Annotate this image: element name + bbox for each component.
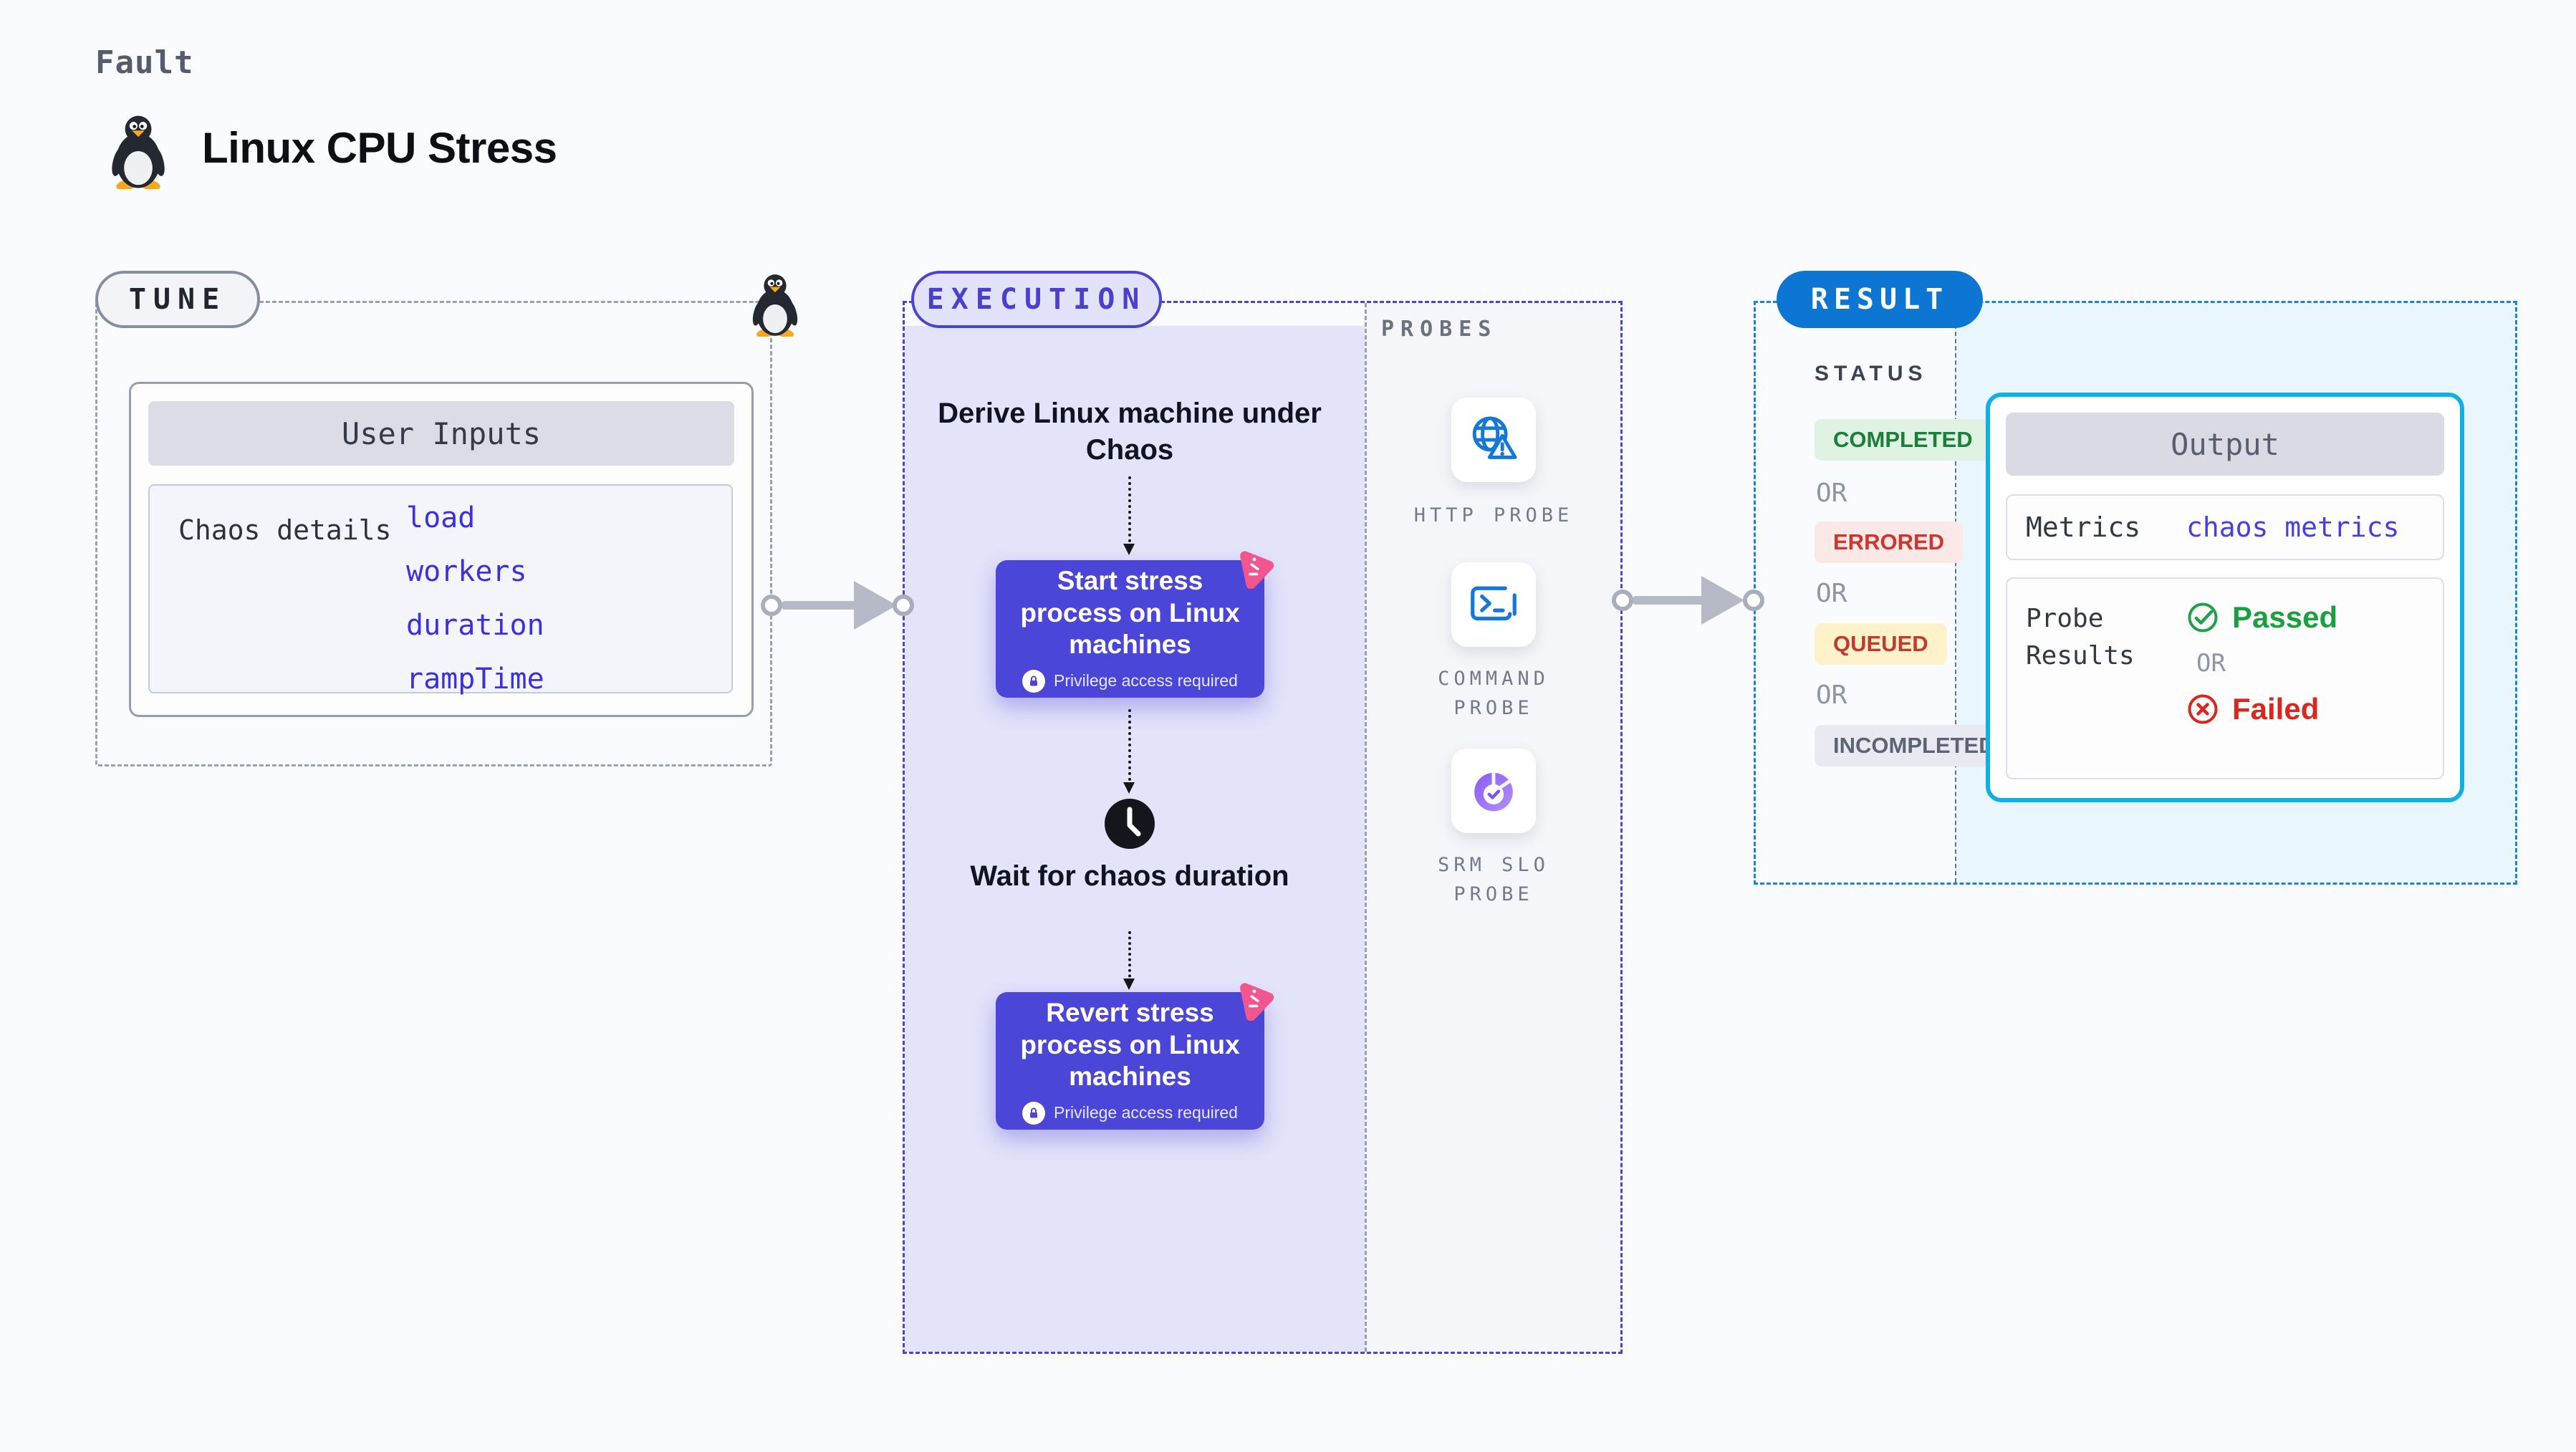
- privilege-note: Privilege access required: [1022, 669, 1238, 693]
- or-label: OR: [1816, 579, 1847, 608]
- x-circle-icon: [2188, 694, 2218, 724]
- fault-eyebrow: Fault: [95, 44, 194, 81]
- status-badge-incompleted: INCOMPLETED: [1815, 725, 2014, 766]
- connector-endpoint: [1743, 590, 1764, 611]
- http-probe-card[interactable]: [1451, 398, 1536, 482]
- probes-heading: PROBES: [1381, 317, 1498, 342]
- lock-icon: [1022, 1101, 1046, 1125]
- link-load[interactable]: load: [406, 501, 476, 534]
- result-badge: RESULT: [1777, 271, 1983, 328]
- srm-slo-probe-card[interactable]: [1451, 749, 1536, 833]
- revert-stress-node[interactable]: Revert stress process on Linux machines …: [996, 992, 1264, 1130]
- passed-state: Passed: [2186, 600, 2337, 635]
- user-inputs-card: User Inputs Chaos details load workers d…: [129, 382, 754, 717]
- privilege-note: Privilege access required: [1022, 1101, 1238, 1125]
- page-title: Linux CPU Stress: [202, 124, 557, 172]
- flow-arrow: [1123, 709, 1135, 794]
- execution-section: [903, 301, 1623, 1354]
- flow-arrow: [1123, 931, 1135, 990]
- connector-endpoint: [1612, 590, 1633, 611]
- probe-results-values: Passed OR Failed: [2186, 600, 2337, 756]
- link-duration[interactable]: duration: [406, 609, 544, 642]
- chaos-pinwheel-icon: [1240, 983, 1274, 1021]
- linux-penguin-corner-icon: [752, 274, 798, 337]
- command-probe-icon: [1471, 586, 1517, 621]
- tune-badge: TUNE: [95, 271, 260, 328]
- metrics-row: Metrics chaos metrics: [2006, 494, 2444, 560]
- connector-endpoint: [761, 595, 782, 616]
- link-workers[interactable]: workers: [406, 555, 527, 588]
- chaos-metrics-link[interactable]: chaos metrics: [2186, 511, 2400, 543]
- output-card: Output Metrics chaos metrics Probe Resul…: [1986, 393, 2464, 802]
- flow-arrow: [1123, 476, 1135, 555]
- linux-penguin-icon: [112, 115, 165, 189]
- metrics-label: Metrics: [2026, 511, 2141, 543]
- passed-label: Passed: [2232, 600, 2338, 634]
- execution-badge: EXECUTION: [911, 271, 1162, 328]
- tune-section: [95, 301, 772, 766]
- clock-icon: [1105, 799, 1155, 849]
- connector-line: [1632, 596, 1706, 605]
- status-badge-errored: ERRORED: [1815, 521, 1964, 563]
- or-label: OR: [2196, 649, 2226, 678]
- or-label: OR: [1816, 681, 1847, 710]
- srm-slo-probe-label: SRM SLO PROBE: [1438, 854, 1549, 905]
- check-circle-icon: [2188, 602, 2218, 633]
- derive-step-label: Derive Linux machine under Chaos: [938, 398, 1322, 466]
- http-probe-label: HTTP PROBE: [1413, 504, 1574, 527]
- privilege-note-text: Privilege access required: [1054, 671, 1238, 691]
- tune-links: load workers duration rampTime: [406, 501, 544, 696]
- probe-results-label: Probe Results: [2026, 604, 2135, 671]
- link-rampTime[interactable]: rampTime: [406, 663, 544, 696]
- failed-label: Failed: [2232, 692, 2320, 726]
- revert-stress-title: Revert stress process on Linux machines: [1020, 998, 1240, 1092]
- connector-line: [781, 601, 861, 610]
- privilege-note-text: Privilege access required: [1054, 1103, 1238, 1122]
- command-probe-label: COMMAND PROBE: [1438, 668, 1549, 719]
- probe-results-row: Probe Results Passed OR Failed: [2006, 577, 2444, 779]
- chaos-pinwheel-icon: [1240, 551, 1274, 589]
- srm-slo-probe-icon: [1474, 772, 1513, 812]
- user-inputs-title: User Inputs: [148, 401, 734, 466]
- failed-state: Failed: [2186, 692, 2337, 726]
- chaos-details-label: Chaos details: [178, 514, 392, 546]
- status-heading: STATUS: [1815, 362, 1928, 385]
- connector-arrowhead: [854, 581, 897, 630]
- start-stress-node[interactable]: Start stress process on Linux machines P…: [996, 560, 1264, 698]
- status-badge-queued: QUEUED: [1815, 623, 1947, 665]
- chaos-details-row: Chaos details load workers duration ramp…: [148, 484, 733, 696]
- start-stress-title: Start stress process on Linux machines: [1020, 566, 1240, 660]
- output-title: Output: [2006, 413, 2444, 476]
- lock-icon: [1022, 669, 1046, 693]
- connector-endpoint: [893, 595, 914, 616]
- or-label: OR: [1816, 479, 1847, 508]
- connector-arrowhead: [1701, 576, 1744, 625]
- http-probe-icon: [1472, 416, 1517, 459]
- command-probe-card[interactable]: [1451, 562, 1536, 647]
- status-badge-completed: COMPLETED: [1815, 419, 1991, 461]
- wait-step-label: Wait for chaos duration: [970, 860, 1289, 892]
